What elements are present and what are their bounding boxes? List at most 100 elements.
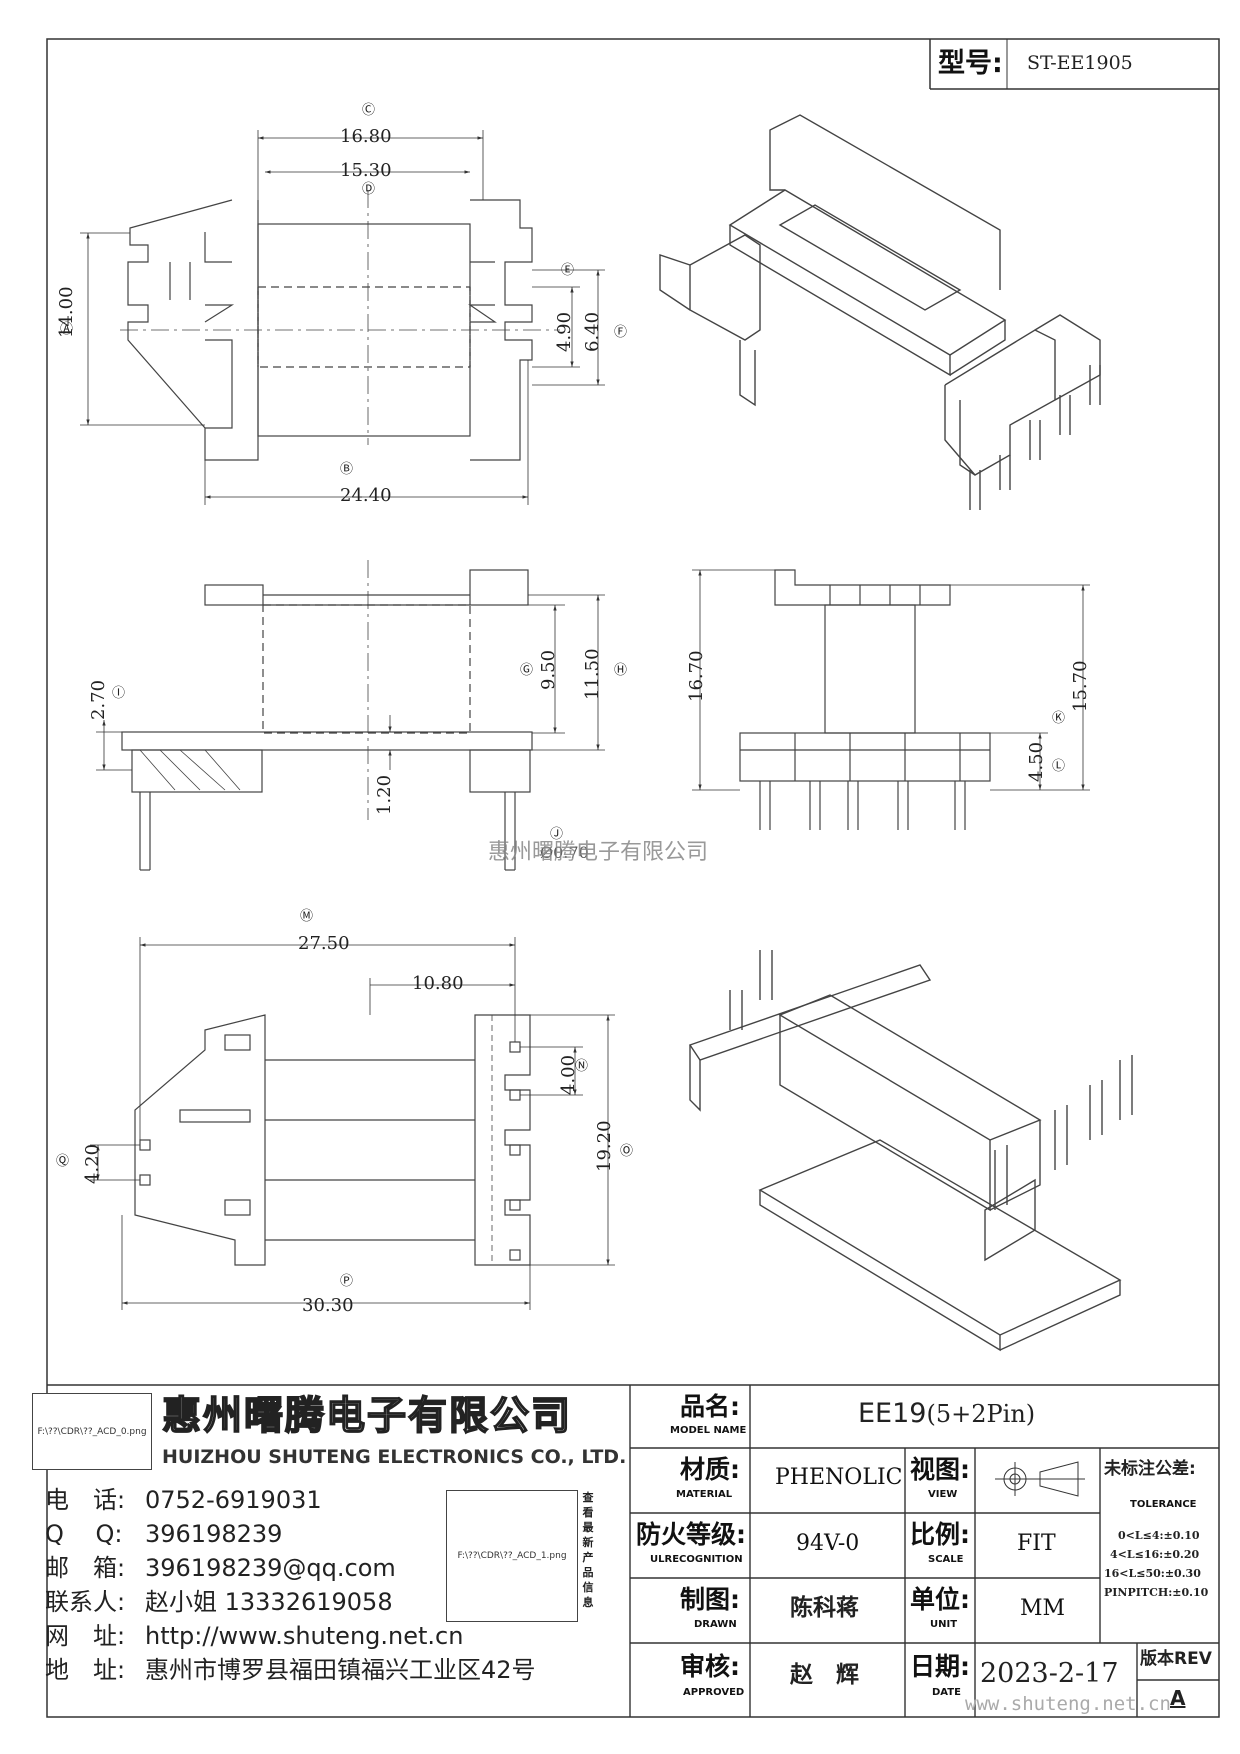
dim-letter-I: Ⓘ: [112, 686, 126, 701]
view-label: 视图:: [910, 1455, 970, 1484]
dim-N2: 10.80: [412, 973, 464, 994]
unit-value: MM: [1020, 1596, 1066, 1621]
dim-K2: 16.70: [686, 650, 707, 702]
ul-rating-value: 94V-0: [796, 1531, 860, 1556]
scale-label: 比例:: [910, 1520, 970, 1549]
dim-B: 24.40: [340, 485, 392, 506]
top-view-drawing: [120, 190, 560, 461]
title-block-grid: [47, 1384, 1219, 1717]
unit-label-en: UNIT: [930, 1619, 958, 1630]
contact-address-label: 地 址:: [45, 1656, 126, 1684]
dim-letter-K: Ⓚ: [1052, 711, 1066, 726]
tolerance-line-2: 4<L≤16:±0.20: [1110, 1548, 1200, 1561]
dim-F: 6.40: [582, 311, 603, 352]
contact-phone-value: 0752-6919031: [145, 1486, 322, 1514]
dim-letter-O: Ⓞ: [620, 1144, 634, 1159]
dim-Q: 4.20: [82, 1143, 103, 1184]
tolerance-line-1: 0<L≤4:±0.10: [1118, 1529, 1200, 1542]
drawn-label: 制图:: [680, 1585, 740, 1614]
company-logo-placeholder: F:\??\CDR\??_ACD_0.png: [32, 1393, 152, 1470]
drawn-label-en: DRAWN: [694, 1619, 737, 1630]
contact-website-label: 网 址:: [45, 1622, 126, 1650]
dim-E: 4.90: [554, 311, 575, 352]
tolerance-label-en: TOLERANCE: [1130, 1499, 1197, 1510]
contact-qq-value: 396198239: [145, 1520, 283, 1548]
dim-letter-C: Ⓒ: [362, 103, 376, 118]
front-view-drawing: [121, 560, 533, 871]
dim-A: 14.00: [56, 286, 77, 338]
material-label: 材质:: [680, 1455, 740, 1484]
contact-email-value[interactable]: 396198239@qq.com: [145, 1554, 396, 1582]
dim-letter-G: Ⓖ: [520, 663, 534, 678]
dim-letter-H: Ⓗ: [614, 663, 628, 678]
revision-value: A: [1170, 1686, 1186, 1710]
model-name-label: 品名:: [680, 1392, 740, 1421]
approved-value: 赵 辉: [790, 1662, 859, 1688]
date-label-en: DATE: [932, 1687, 961, 1698]
contact-person-label: 联系人:: [45, 1588, 126, 1616]
dim-M: 27.50: [298, 933, 350, 954]
qr-caption: 查看最新产品信息: [582, 1491, 594, 1609]
company-name-cn: 惠州曙腾电子有限公司: [161, 1394, 573, 1439]
dim-letter-P: Ⓟ: [340, 1274, 354, 1289]
front-view-dimensions: [96, 594, 605, 771]
drawn-value: 陈科蒋: [790, 1595, 859, 1621]
contact-person-value: 赵小姐 13332619058: [145, 1588, 393, 1616]
tolerance-label: 未标注公差:: [1104, 1459, 1196, 1479]
contact-address-value: 惠州市博罗县福田镇福兴工业区42号: [145, 1656, 536, 1684]
dim-O: 19.20: [594, 1120, 615, 1172]
isometric-view-bottom: [688, 950, 1133, 1352]
dim-letter-F: Ⓕ: [614, 325, 628, 340]
projection-view-symbol: [995, 1461, 1085, 1497]
contact-email-label: 邮 箱:: [45, 1554, 126, 1582]
side-view-dimensions: [692, 569, 1090, 791]
scale-value: FIT: [1017, 1531, 1056, 1556]
view-label-en: VIEW: [928, 1489, 958, 1500]
tolerance-line-4: PINPITCH:±0.10: [1104, 1586, 1209, 1599]
bottom-view-drawing: [134, 1014, 531, 1266]
dim-letter-D: Ⓓ: [362, 182, 376, 197]
scale-label-en: SCALE: [928, 1554, 964, 1565]
dim-letter-E: Ⓔ: [561, 263, 575, 278]
dim-letter-L: Ⓛ: [1052, 759, 1066, 774]
side-view-drawing: [739, 569, 991, 830]
dim-letter-N: Ⓝ: [575, 1059, 589, 1074]
unit-label: 单位:: [910, 1585, 970, 1614]
date-value: 2023-2-17: [980, 1658, 1119, 1689]
contact-phone-label: 电 话:: [45, 1486, 126, 1514]
model-name-value: EE19(5+2Pin): [858, 1398, 1036, 1429]
approved-label-en: APPROVED: [683, 1687, 745, 1698]
material-value: PHENOLIC: [775, 1465, 903, 1490]
date-label: 日期:: [910, 1652, 970, 1681]
material-label-en: MATERIAL: [676, 1489, 733, 1500]
dim-J2: Ø0.70: [540, 843, 589, 862]
footer-url-watermark: www.shuteng.net.cn: [965, 1693, 1171, 1715]
contact-qq-label: Q Q:: [45, 1520, 123, 1548]
company-name-en: HUIZHOU SHUTENG ELECTRONICS CO., LTD.: [162, 1446, 627, 1468]
dim-H: 11.50: [582, 648, 603, 700]
dim-letter-J: Ⓙ: [550, 827, 564, 842]
bottom-view-dimensions: [90, 937, 615, 1310]
model-header-box: [929, 39, 1219, 90]
dim-K: 15.70: [1070, 660, 1091, 712]
dim-I: 2.70: [88, 679, 109, 720]
model-value: ST-EE1905: [1027, 52, 1133, 74]
dim-L: 4.50: [1026, 741, 1047, 782]
dim-letter-Q: Ⓠ: [56, 1154, 70, 1169]
dim-letter-B: Ⓑ: [340, 462, 354, 477]
dim-J: 1.20: [374, 774, 395, 815]
dim-P: 30.30: [302, 1295, 354, 1316]
model-name-label-en: MODEL NAME: [670, 1425, 747, 1436]
model-label: 型号:: [938, 48, 1003, 79]
dim-D: 15.30: [340, 160, 392, 181]
dim-letter-M: Ⓜ: [300, 909, 314, 924]
tolerance-line-3: 16<L≤50:±0.30: [1104, 1567, 1201, 1580]
approved-label: 审核:: [680, 1652, 740, 1681]
ul-rating-label: 防火等级:: [636, 1520, 746, 1549]
isometric-view-top: [659, 114, 1101, 510]
dim-C: 16.80: [340, 126, 392, 147]
dim-letter-A: Ⓐ: [60, 322, 74, 337]
contact-website-value[interactable]: http://www.shuteng.net.cn: [145, 1622, 464, 1650]
dim-G: 9.50: [538, 649, 559, 690]
